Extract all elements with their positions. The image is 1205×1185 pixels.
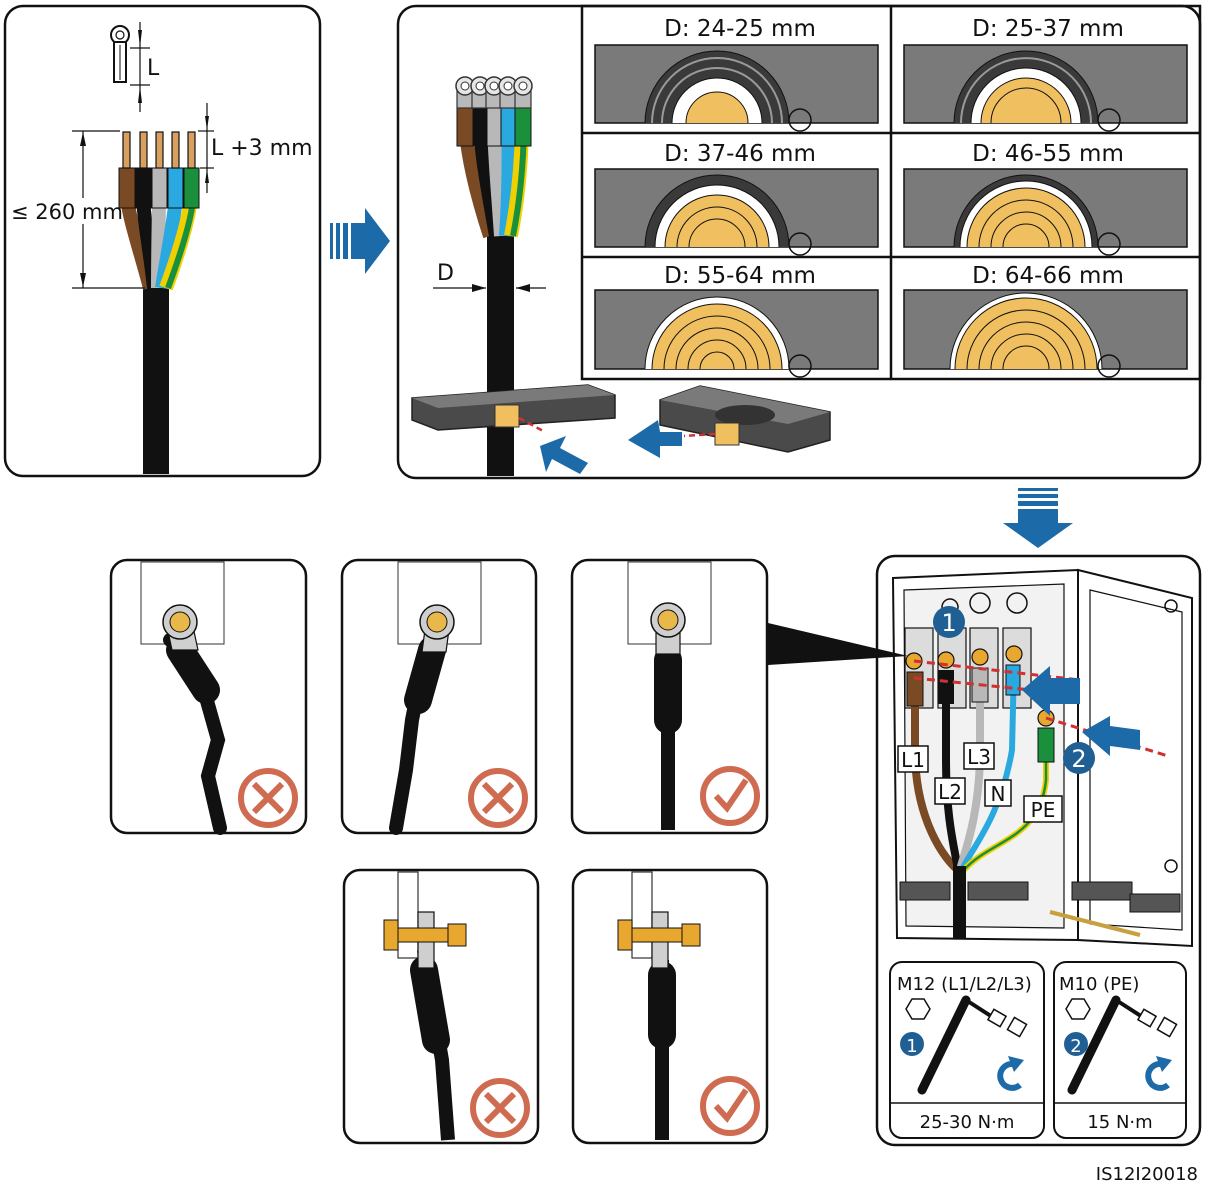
seal-size-label: D: 37-46 mm [664, 141, 816, 167]
seal-cell: D: 64-66 mm [903, 263, 1188, 378]
terminal-label-L1: L1 [901, 748, 925, 772]
terminal-label-PE: PE [1031, 798, 1056, 822]
seal-size-grid: D: 24-25 mm D: 25-37 mm [580, 4, 1202, 381]
terminal-label-L3: L3 [967, 745, 991, 769]
torque-value: 25-30 N·m [920, 1112, 1015, 1133]
wrong-mark-icon [470, 1078, 530, 1138]
cabinet-step-badge-1: 1 [941, 609, 956, 637]
seal-cell: D: 25-37 mm [903, 16, 1188, 132]
torque-box-m10: M10 (PE) 2 15 N·m [1053, 961, 1187, 1139]
torque-step-badge: 2 [1070, 1036, 1081, 1057]
detail-wrong-angled-right [340, 558, 538, 835]
seal-size-label: D: 25-37 mm [972, 16, 1124, 42]
torque-value: 15 N·m [1087, 1112, 1152, 1133]
torque-box-m12: M12 (L1/L2/L3) 1 25-30 N·m [889, 961, 1045, 1139]
rotate-clockwise-icon [997, 1056, 1024, 1091]
wrong-mark-icon [238, 768, 298, 828]
torque-bolt-label: M10 (PE) [1059, 974, 1139, 995]
stripped-cable [118, 131, 200, 474]
panel-seal-selection: D D: 24-25 mm [396, 4, 1202, 480]
seal-size-label: D: 24-25 mm [664, 16, 816, 42]
seal-cell: D: 55-64 mm [594, 263, 879, 378]
seal-cell: D: 24-25 mm [594, 16, 879, 132]
wrong-mark-icon [468, 768, 528, 828]
cable-with-lugs [455, 76, 533, 476]
cabinet-step-badge-2: 2 [1071, 745, 1086, 773]
correct-mark-icon [700, 1076, 760, 1136]
torque-wrench-icon [1067, 995, 1178, 1095]
panel-cabinet-wiring: 1 2 L1 L2 L3 N PE M12 (L1/L2/L3) 1 [875, 554, 1202, 1147]
terminal-lug-illustration [110, 22, 150, 112]
detail-wrong-angled-left [109, 558, 308, 835]
torque-wrench-icon [917, 995, 1028, 1095]
correct-mark-icon [700, 766, 760, 826]
figure-id: IS12I20018 [1096, 1164, 1198, 1185]
hexagon-bolt-icon [1065, 998, 1091, 1020]
terminal-label-N: N [991, 782, 1006, 806]
seal-clamp-right [628, 385, 831, 458]
dim-strip-label: L +3 mm [211, 136, 313, 161]
seal-clamp-left [411, 384, 616, 474]
torque-bolt-label: M12 (L1/L2/L3) [897, 974, 1032, 995]
detail-wrong-bolt [342, 868, 540, 1145]
torque-step-badge: 1 [906, 1036, 917, 1057]
dim-D-label: D [437, 261, 454, 286]
seal-size-label: D: 46-55 mm [972, 141, 1124, 167]
hexagon-bolt-icon [905, 998, 931, 1020]
seal-size-label: D: 55-64 mm [664, 263, 816, 289]
detail-correct-bolt [571, 868, 769, 1145]
detail-correct-straight [570, 558, 769, 835]
dim-length-label: ≤ 260 mm [11, 200, 123, 224]
panel-stripping: L L +3 mm [3, 4, 322, 478]
seal-cell: D: 46-55 mm [903, 141, 1188, 256]
callout-pointer [768, 623, 908, 665]
block-arrow-right-icon [330, 208, 390, 274]
dim-L-label: L [147, 56, 160, 81]
terminal-label-L2: L2 [938, 780, 962, 804]
seal-size-label: D: 64-66 mm [972, 263, 1124, 289]
block-arrow-down-icon [1003, 488, 1073, 548]
seal-cell: D: 37-46 mm [594, 141, 879, 256]
rotate-clockwise-icon [1145, 1056, 1172, 1091]
